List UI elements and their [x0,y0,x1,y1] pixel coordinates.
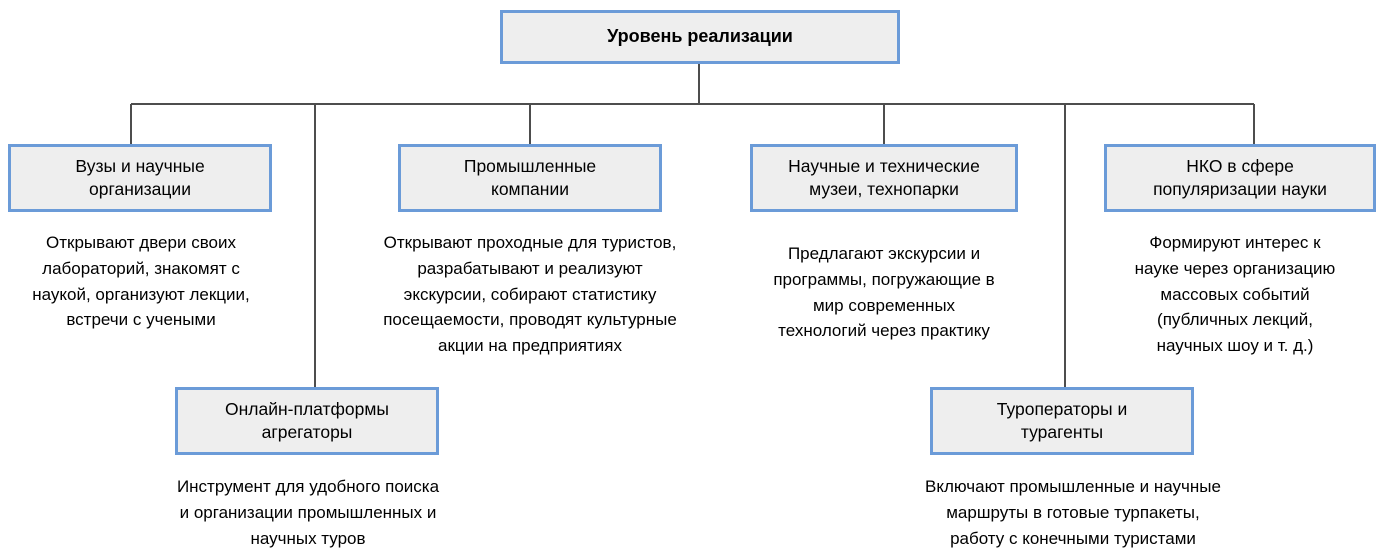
node-tour-operators-label: Туроператоры и турагенты [996,398,1128,442]
node-online-platforms[interactable]: Онлайн-платформы агрегаторы [175,387,439,455]
caption-tour-operators: Включают промышленные и научные маршруты… [925,477,1221,548]
caption-universities: Открывают двери своих лабораторий, знако… [32,233,250,330]
node-online-platforms-label: Онлайн-платформы агрегаторы [224,398,389,442]
node-industrial-companies-label: Промышленные компании [463,155,597,199]
node-nko-popularization[interactable]: НКО в сфере популяризации науки [1104,144,1376,212]
caption-industrial-companies: Открывают проходные для туристов, разраб… [383,233,677,356]
node-universities[interactable]: Вузы и научные организации [8,144,272,212]
caption-museums-technoparks: Предлагают экскурсии и программы, погруж… [773,244,995,341]
node-root-label: Уровень реализации [607,26,793,47]
caption-nko-popularization: Формируют интерес к науке через организа… [1134,233,1336,356]
node-museums-technoparks[interactable]: Научные и технические музеи, технопарки [750,144,1018,212]
node-root[interactable]: Уровень реализации [500,10,900,64]
node-museums-technoparks-label: Научные и технические музеи, технопарки [788,155,980,199]
node-nko-popularization-label: НКО в сфере популяризации науки [1153,155,1327,199]
node-tour-operators[interactable]: Туроператоры и турагенты [930,387,1194,455]
node-universities-label: Вузы и научные организации [75,155,205,199]
caption-online-platforms: Инструмент для удобного поиска и организ… [176,477,440,548]
node-industrial-companies[interactable]: Промышленные компании [398,144,662,212]
